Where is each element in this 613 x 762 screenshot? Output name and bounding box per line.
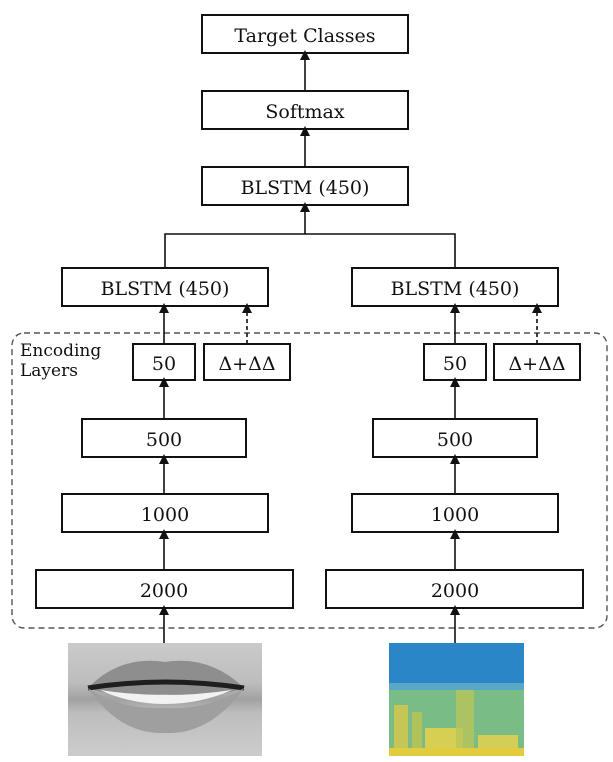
mouth-image-icon [68,643,262,756]
right-delta-label: Δ+ΔΔ [508,353,565,375]
right-layer-500-box [372,418,538,458]
left-blstm-label: BLSTM (450) [101,278,230,300]
left-bottleneck-label: 50 [152,353,176,375]
right-layer-1000-label: 1000 [431,504,479,526]
merge-connector [164,233,456,268]
left-layer-500-box [81,418,247,458]
encoding-layers-region [11,332,608,629]
left-layer-500-label: 500 [146,429,182,451]
softmax-label: Softmax [265,101,344,123]
fusion-blstm-label: BLSTM (450) [241,177,370,199]
left-bottleneck-box [132,343,196,381]
spectrogram-image-icon [389,643,524,756]
right-bottleneck-label: 50 [443,353,467,375]
left-layer-1000-label: 1000 [141,504,189,526]
right-blstm-box [351,267,559,307]
right-layer-500-label: 500 [437,429,473,451]
left-delta-box [203,343,291,381]
left-delta-label: Δ+ΔΔ [218,353,275,375]
encoding-label-line2: Layers [20,361,78,381]
left-layer-2000-box [35,569,294,609]
target-classes-label: Target Classes [234,25,375,47]
right-layer-2000-label: 2000 [431,580,479,602]
encoding-label-line1: Encoding [20,341,101,361]
right-delta-box [493,343,581,381]
right-blstm-label: BLSTM (450) [391,278,520,300]
left-layer-2000-label: 2000 [140,580,188,602]
